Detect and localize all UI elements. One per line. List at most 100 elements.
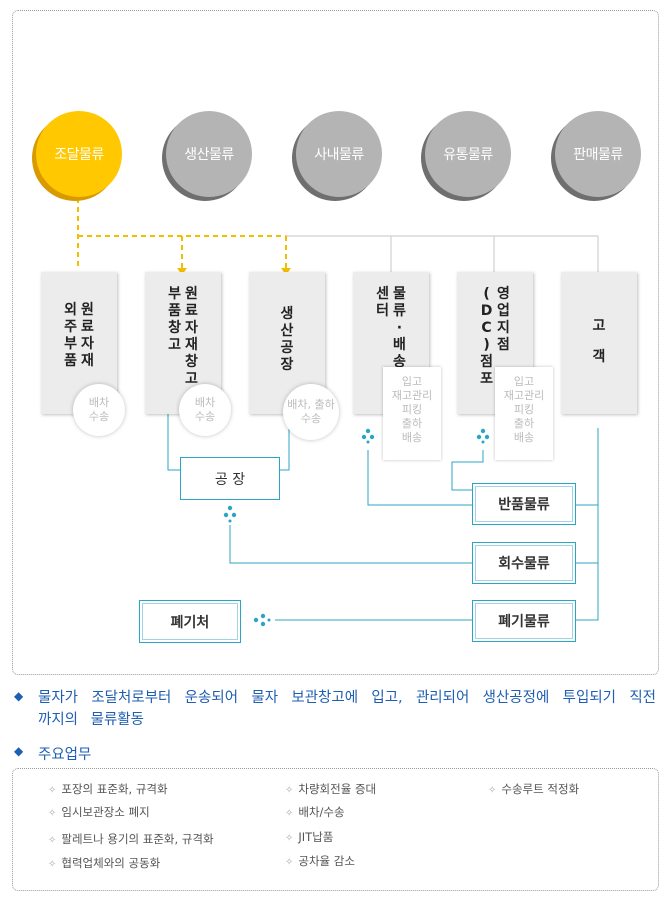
label-char: 창 [168,320,181,336]
label-char: 터 [376,303,389,319]
label-char: 영 [497,286,510,302]
category-distribution[interactable]: 유통물류 [425,111,511,197]
task-text: 임시보관장소 폐지 [61,805,150,819]
factory-box: 공 장 [180,457,280,500]
label-char: 고 [185,371,198,387]
diagram-frame [12,10,659,675]
flow-dots-icon [223,505,237,523]
star-bullet-icon: ✧ [285,833,294,844]
category-label: 판매물류 [573,147,623,163]
label-char: 점 [497,337,510,353]
badge-line: 배차 [194,396,216,409]
label-char: 자 [185,320,198,336]
panel-line: 피킹 [401,403,423,416]
label-char: 공 [280,340,294,356]
task-text: 협력업체와의 공동화 [61,856,161,870]
star-bullet-icon: ✧ [48,808,57,819]
label-char: 송 [393,354,406,370]
category-label: 생산물류 [184,147,234,163]
disposal-site-box: 폐기처 [139,600,241,643]
label-char: D [480,303,493,319]
label-char: 자 [81,336,94,352]
badge-line: 수송 [88,410,110,423]
star-bullet-icon: ✧ [488,785,497,796]
diamond-bullet-icon: ◆ [14,744,24,758]
disposal-logistics-box: 폐기물류 [472,600,576,642]
label-char: 점 [480,354,493,370]
vertical-label: 고 객 [593,318,606,366]
label-char: 료 [81,319,94,335]
star-bullet-icon: ✧ [285,808,294,819]
label-char: 원 [81,302,94,318]
label-char: 원 [185,286,198,302]
task-text: 배차/수송 [298,805,345,819]
panel-sales-tasks: 입고 재고관리 피킹 출하 배송 [495,367,553,460]
star-bullet-icon: ✧ [48,835,57,846]
task-text: 차량회전율 증대 [298,782,377,796]
label-char: 물 [393,286,406,302]
category-production[interactable]: 생산물류 [166,111,252,197]
label-char: 재 [185,337,198,353]
box-label: 반품물류 [498,497,550,513]
task-item: ✧수송루트 적정화 [488,781,579,797]
task-item: ✧ 팔레트나 용기의 표준화, 규격화 [48,831,214,847]
label-char: · [396,320,403,336]
task-text: 팔레트나 용기의 표준화, 규격화 [61,832,214,846]
category-in-house[interactable]: 사내물류 [296,111,382,197]
category-sales[interactable]: 판매물류 [555,111,641,197]
task-item: ✧협력업체와의 공동화 [48,855,160,871]
label-char: ( [483,286,490,302]
node-customer: 고 객 [561,272,637,414]
box-label: 회수물류 [498,556,550,572]
label-char: C [481,320,492,336]
task-item: ✧ 배차/수송 [285,804,345,820]
label-char: 료 [185,303,198,319]
diamond-bullet-icon: ◆ [14,689,24,703]
label-char: 주 [64,319,77,335]
label-char: 배 [393,337,406,353]
label-char: 고 [592,318,606,334]
category-procurement[interactable]: 조달물류 [36,111,122,197]
label-char: 부 [168,286,181,302]
star-bullet-icon: ✧ [285,857,294,868]
panel-line: 피킹 [513,403,535,416]
main-tasks-frame [12,768,659,891]
recovery-logistics-box: 회수물류 [472,542,576,584]
category-label: 유통물류 [443,147,493,163]
flow-dots-icon [361,428,375,444]
task-item: ✧JIT납품 [285,829,333,845]
label-char: ) [483,337,490,353]
box-label: 폐기물류 [498,614,550,630]
star-bullet-icon: ✧ [48,785,57,796]
label-char: 창 [185,354,198,370]
flow-dots-icon [253,613,271,627]
task-item: ✧포장의 표준화, 규격화 [48,781,168,797]
label-char: 포 [480,371,493,387]
returns-logistics-box: 반품물류 [472,483,576,525]
label-char: 류 [393,303,406,319]
badge-line: 배차, 출하 [287,398,335,411]
label-char: 업 [497,303,510,319]
panel-distribution-tasks: 입고 재고관리 피킹 출하 배송 [383,367,441,460]
flow-dots-icon [476,428,490,444]
task-item: ✧공차율 감소 [285,853,355,869]
panel-line: 재고관리 [391,389,433,402]
label-char: 품 [168,303,181,319]
label-col: 고 객 [593,318,606,366]
panel-line: 입고 [401,375,423,388]
